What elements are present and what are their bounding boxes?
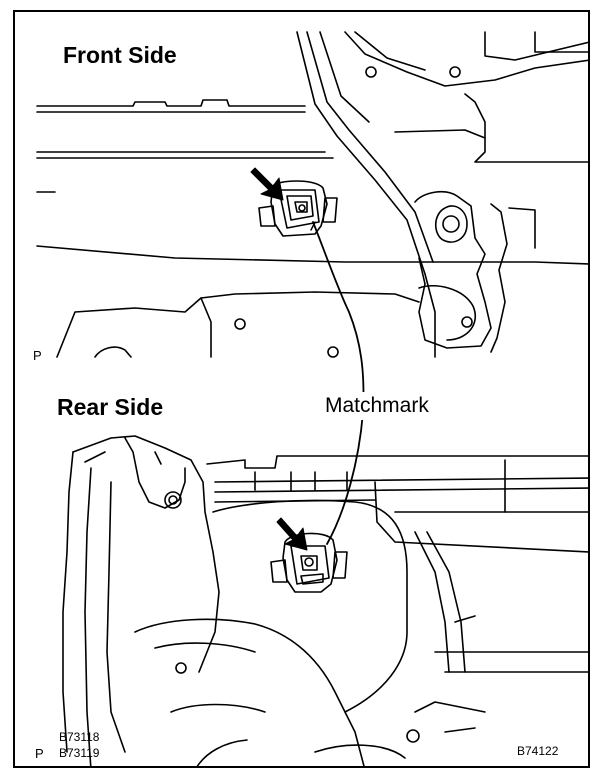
arrow-icon	[250, 167, 284, 201]
rear-clip	[270, 532, 348, 593]
front-side-title: Front Side	[63, 42, 177, 68]
front-clip	[258, 180, 338, 237]
arrow-icon	[276, 517, 308, 551]
rear-side-panel	[62, 435, 588, 766]
figure-code-1: B73118	[59, 730, 100, 744]
p-mark-bottom: P	[35, 746, 44, 761]
technical-illustration	[36, 31, 588, 766]
figure-code-right: B74122	[517, 744, 559, 758]
matchmark-callout: Matchmark	[325, 394, 429, 417]
front-side-panel	[36, 31, 588, 358]
matchmark-leader-line	[312, 221, 365, 545]
rear-side-title: Rear Side	[57, 394, 164, 420]
figure-frame: Front Side Rear Side Matchmark P P B7311…	[13, 10, 590, 768]
p-mark-top: P	[33, 348, 42, 363]
figure-code-2: B73119	[59, 746, 100, 760]
